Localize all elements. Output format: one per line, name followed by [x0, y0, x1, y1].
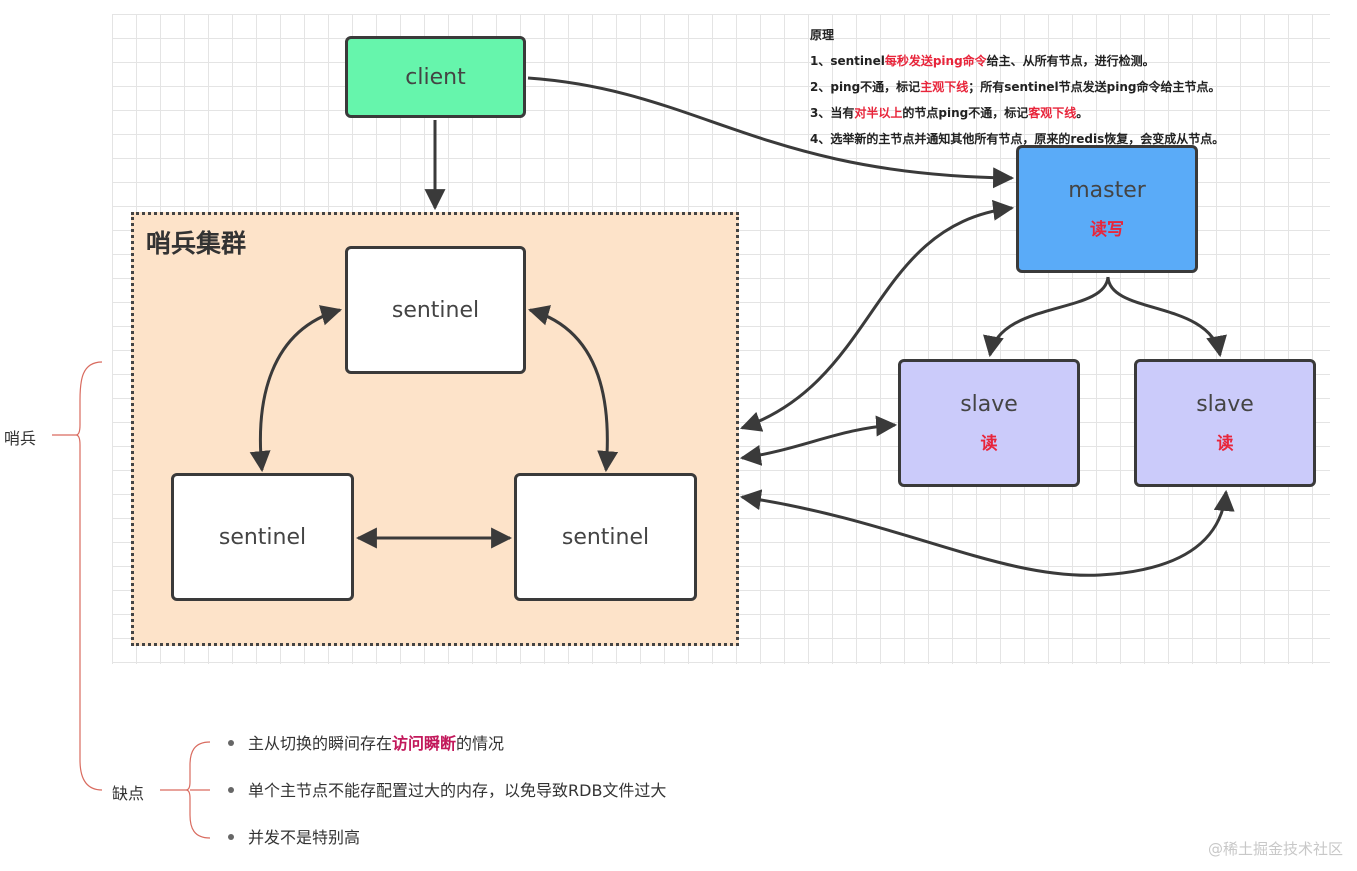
sentinel-node-right: sentinel	[514, 473, 697, 601]
mindmap-root: 哨兵	[4, 429, 37, 448]
watermark: @稀土掘金技术社区	[1208, 840, 1344, 858]
slave-node-1: slave 读	[898, 359, 1080, 487]
sentinel-top-right-arrow	[527, 305, 619, 473]
client-to-master-arrow	[527, 76, 1015, 189]
mindmap-item-2: 单个主节点不能存配置过大的内存，以免导致RDB文件过大	[226, 777, 666, 824]
sentinel-top-left-arrow	[249, 305, 343, 473]
master-role: 读写	[1090, 220, 1124, 240]
principle-line-3: 3、当有对半以上的节点ping不通，标记客观下线。	[810, 106, 1089, 120]
master-node: master 读写	[1016, 145, 1198, 273]
cluster-master-arrow	[740, 199, 1015, 432]
bullet-dot	[228, 740, 234, 746]
client-node: client	[345, 36, 526, 118]
sentinel-label: sentinel	[561, 524, 650, 550]
bullet-dot	[228, 787, 234, 793]
mindmap-branch: 缺点	[112, 784, 145, 803]
master-label: master	[1068, 178, 1146, 203]
principle-line-4: 4、选举新的主节点并通知其他所有节点，原来的redis恢复，会变成从节点。	[810, 132, 1225, 146]
principle-line-2: 2、ping不通，标记主观下线；所有sentinel节点发送ping命令给主节点…	[810, 80, 1221, 94]
slave-label: slave	[960, 392, 1018, 417]
sentinel-node-left: sentinel	[171, 473, 354, 601]
mind-branch-brace	[185, 741, 211, 839]
bullet-dot	[228, 834, 234, 840]
mind-root-brace	[75, 361, 103, 791]
principle-line-1: 1、sentinel每秒发送ping命令给主、从所有节点，进行检测。	[810, 54, 1155, 68]
sentinel-label: sentinel	[391, 297, 480, 323]
mindmap-item-1: 主从切换的瞬间存在访问瞬断的情况	[226, 730, 666, 777]
slave-label: slave	[1196, 392, 1254, 417]
sentinel-node-top: sentinel	[345, 246, 526, 374]
cluster-title: 哨兵集群	[146, 229, 247, 258]
mindmap-items: 主从切换的瞬间存在访问瞬断的情况 单个主节点不能存配置过大的内存，以免导致RDB…	[226, 730, 666, 871]
cluster-slave1-arrow	[739, 415, 898, 466]
principle-title: 原理	[810, 28, 835, 42]
slave-node-2: slave 读	[1134, 359, 1316, 487]
principle-notes: 原理 1、sentinel每秒发送ping命令给主、从所有节点，进行检测。 2、…	[810, 22, 1224, 152]
master-slave1-arrow	[983, 276, 1110, 358]
slave-role: 读	[1216, 434, 1234, 454]
slave-role: 读	[980, 434, 998, 454]
master-slave2-arrow	[1106, 276, 1227, 358]
client-label: client	[405, 64, 466, 90]
mindmap-item-3: 并发不是特别高	[226, 824, 666, 871]
sentinel-label: sentinel	[218, 524, 307, 550]
cluster-slave2-arrow	[739, 489, 1235, 577]
